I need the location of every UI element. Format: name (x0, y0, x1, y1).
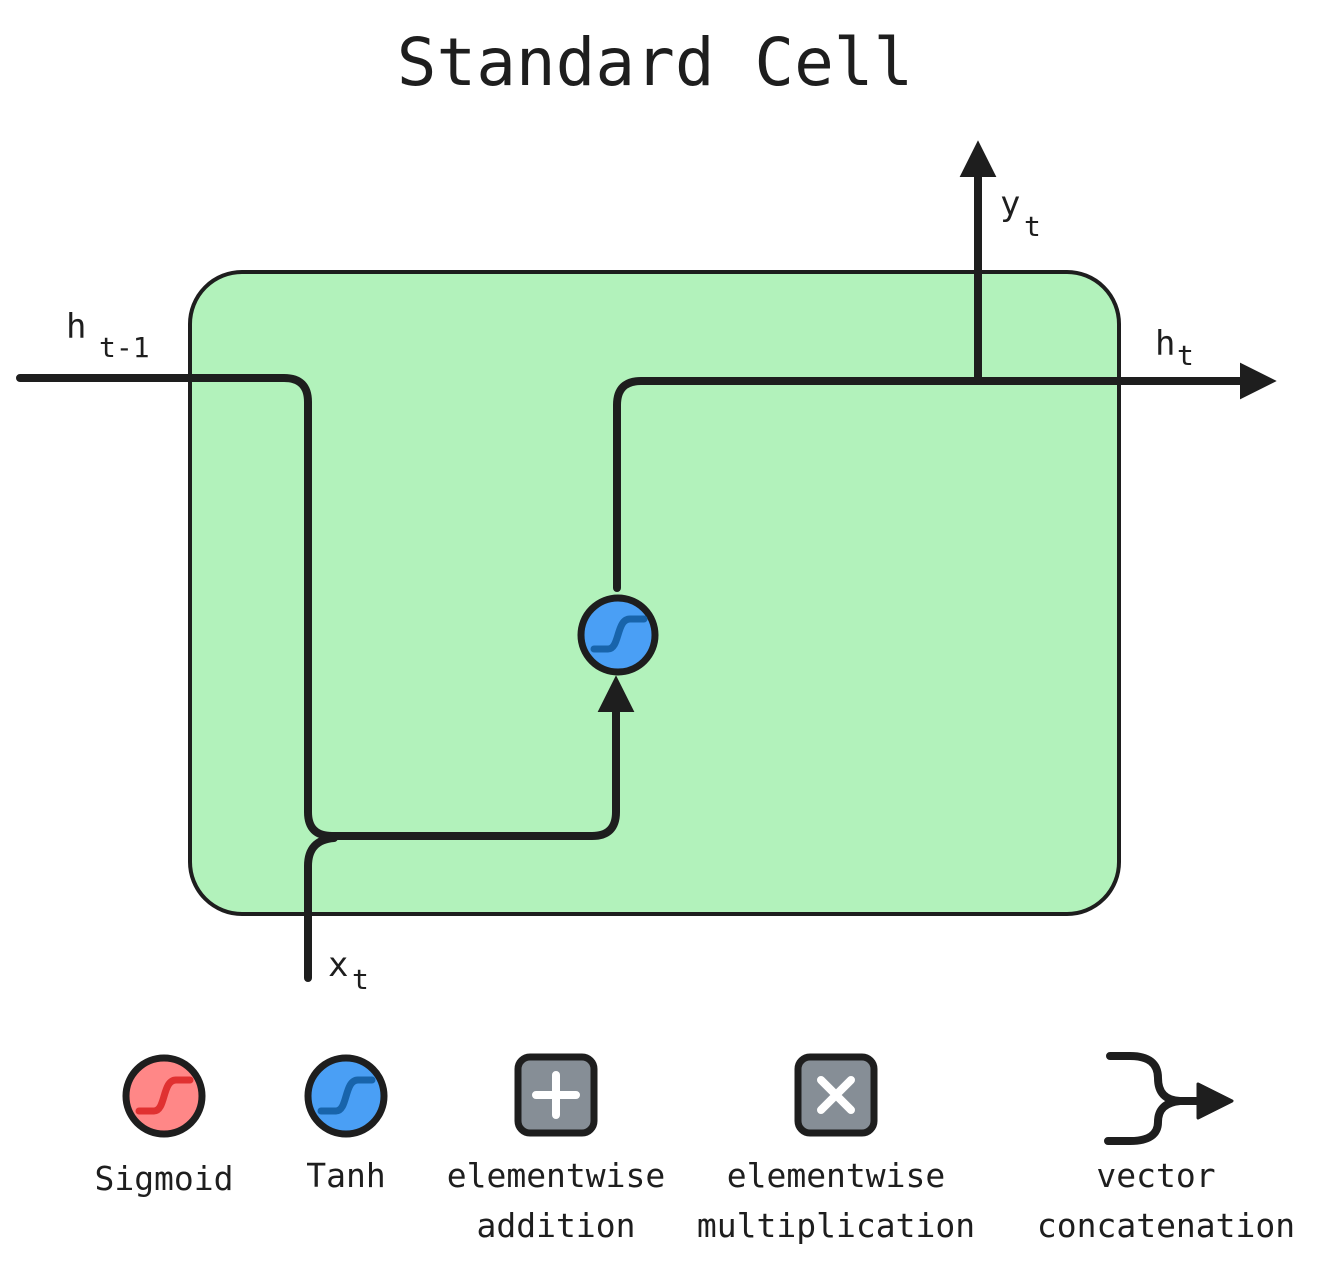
legend: Sigmoid Tanh elementwise addition e (94, 1052, 1295, 1245)
legend-label-multiplication-2: multiplication (697, 1206, 975, 1245)
h-out-main: h (1155, 324, 1175, 364)
h-out-label: h t (1155, 324, 1194, 372)
y-out-label: y t (1000, 184, 1041, 243)
legend-label-tanh: Tanh (306, 1156, 385, 1195)
legend-label-addition-2: addition (477, 1206, 636, 1245)
plus-icon (514, 1053, 598, 1137)
legend-label-concatenation-1: vector (1096, 1156, 1215, 1195)
sigmoid-icon (122, 1054, 206, 1138)
legend-item-concatenation: vector concatenation (1037, 1052, 1295, 1245)
tanh-gate (577, 594, 659, 676)
legend-label-concatenation-2: concatenation (1037, 1206, 1295, 1245)
concat-icon (1104, 1052, 1234, 1145)
h-prev-main: h (66, 307, 86, 347)
diagram-title: Standard Cell (397, 24, 914, 101)
x-input-wire (304, 834, 338, 982)
y-out-sub: t (1024, 210, 1041, 243)
legend-label-sigmoid: Sigmoid (94, 1159, 233, 1198)
legend-item-multiplication: elementwise multiplication (697, 1053, 975, 1245)
h-prev-sub: t-1 (99, 331, 150, 364)
tanh-icon (577, 594, 659, 676)
tanh-icon (304, 1054, 388, 1138)
h-prev-label: h t-1 (66, 307, 150, 364)
x-in-main: x (328, 945, 348, 985)
legend-item-addition: elementwise addition (447, 1053, 666, 1245)
h-out-sub: t (1177, 339, 1194, 372)
cell-body (188, 270, 1121, 916)
legend-item-tanh: Tanh (304, 1054, 388, 1195)
legend-item-sigmoid: Sigmoid (94, 1054, 234, 1198)
times-icon (794, 1053, 878, 1137)
hidden-input-wire (16, 374, 635, 840)
x-in-label: x t (328, 945, 369, 996)
hidden-output-wire (613, 362, 1277, 592)
legend-label-addition-1: elementwise (447, 1156, 666, 1195)
x-in-sub: t (352, 963, 369, 996)
legend-label-multiplication-1: elementwise (727, 1156, 946, 1195)
y-out-main: y (1000, 184, 1020, 224)
